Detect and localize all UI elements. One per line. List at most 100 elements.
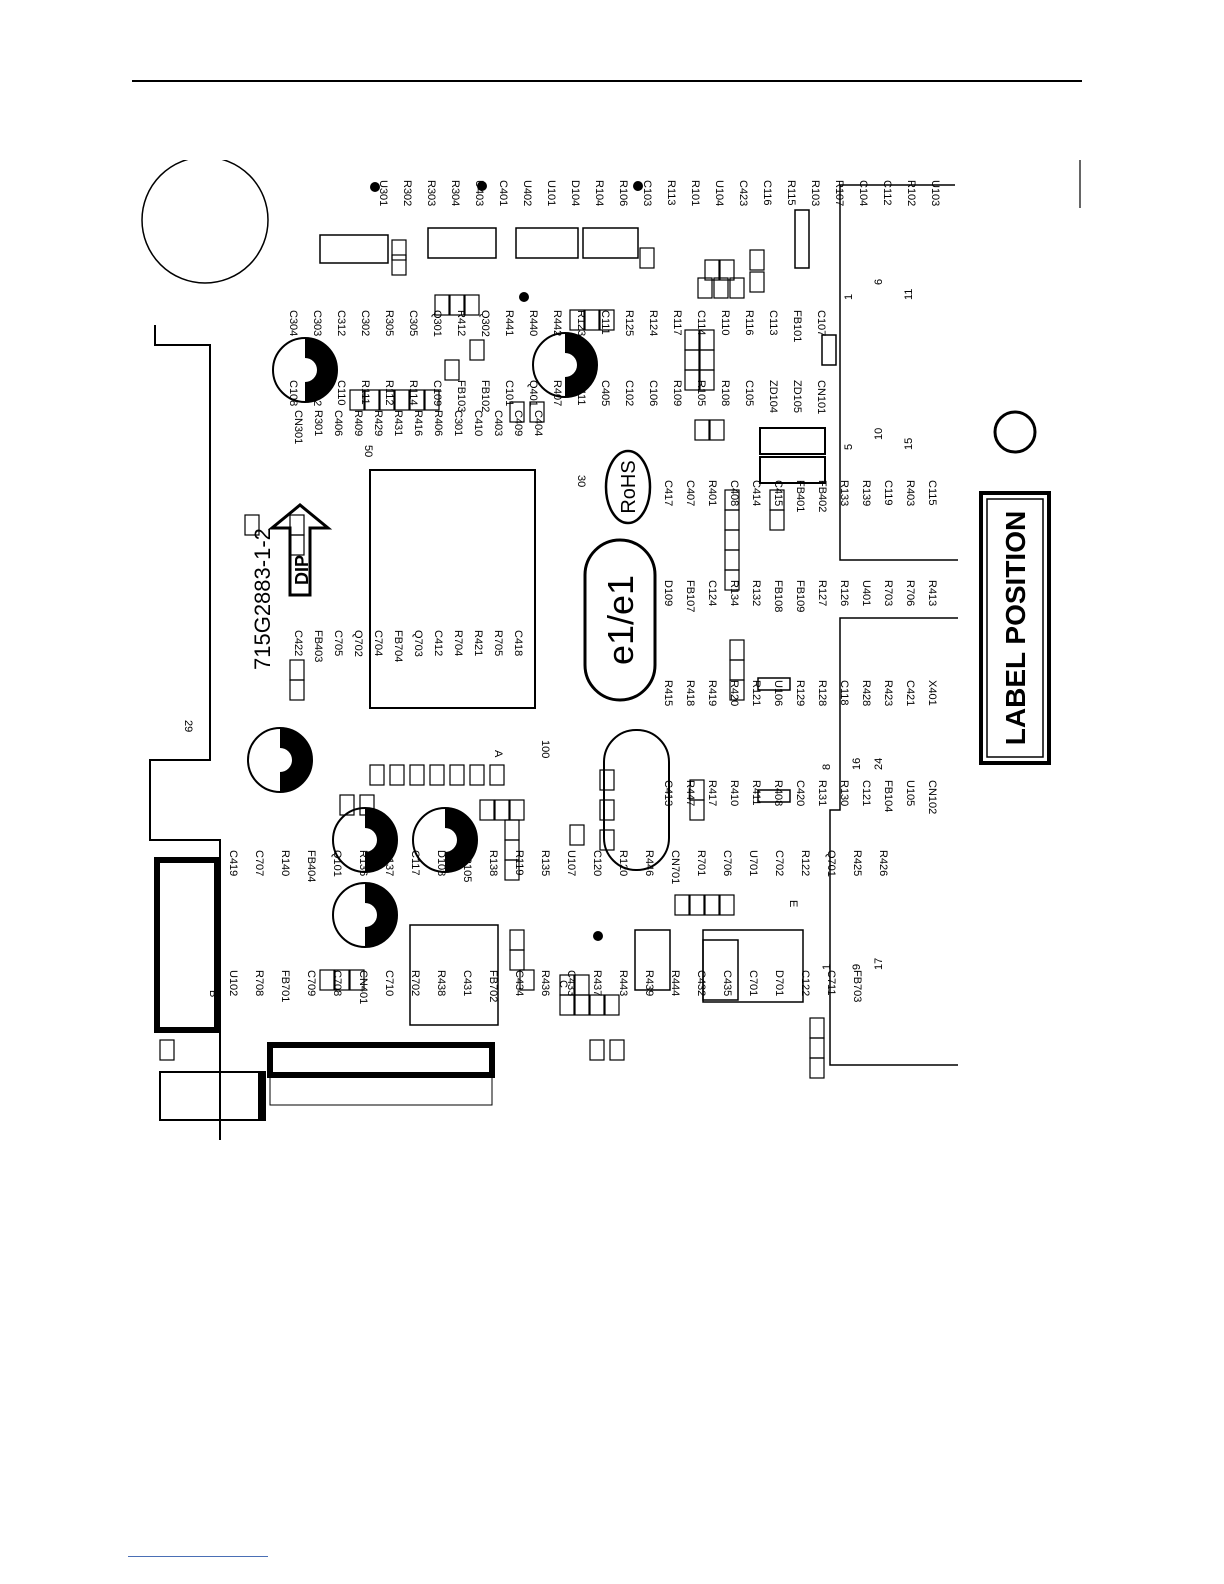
ref-c109: C109	[431, 380, 443, 406]
ref-cn102: CN102	[926, 780, 938, 814]
pad	[724, 569, 740, 591]
ref-r305: R305	[383, 310, 395, 336]
ref-r139: R139	[860, 480, 872, 506]
ref-r702: R702	[409, 970, 421, 996]
ref-fb107: FB107	[684, 580, 696, 612]
ref-q701: Q701	[825, 850, 837, 877]
pad	[391, 254, 407, 276]
misc-mark: 100	[539, 740, 551, 758]
ref-fb404: FB404	[305, 850, 317, 882]
ref-c107: C107	[815, 310, 827, 336]
ref-c404: C404	[532, 410, 544, 436]
ref-r410: R410	[728, 780, 740, 806]
ref-d109: D109	[662, 580, 674, 606]
pad	[749, 249, 765, 271]
ref-r101: R101	[689, 180, 701, 206]
pad	[244, 514, 260, 536]
ref-r113: R113	[665, 180, 677, 205]
diode-d701	[159, 1071, 266, 1121]
ref-c435: C435	[721, 970, 733, 996]
ref-d104: D104	[569, 180, 581, 206]
ref-r107: R107	[833, 180, 845, 206]
ref-r122: R122	[799, 850, 811, 876]
ref-u701: U701	[747, 850, 759, 876]
ref-c116: C116	[761, 180, 773, 205]
ref-c432: C432	[695, 970, 707, 996]
ref-r140: R140	[279, 850, 291, 876]
pad	[809, 1057, 825, 1079]
pad	[729, 659, 745, 681]
label-position-text: LABEL POSITION	[1000, 511, 1031, 745]
pad	[569, 824, 585, 846]
cn102-pin-mark: 8	[821, 764, 833, 770]
ref-r103: R103	[809, 180, 821, 206]
ref-fb104: FB104	[882, 780, 894, 812]
pad	[394, 389, 410, 411]
ref-r116: R116	[743, 310, 755, 335]
ref-r111: R111	[359, 380, 371, 405]
pad	[389, 764, 405, 786]
pad	[809, 1017, 825, 1039]
ref-u301: U301	[377, 180, 389, 206]
misc-mark: A	[492, 750, 504, 758]
ref-c122: C122	[799, 970, 811, 996]
cn101-pin-mark: 6	[873, 279, 885, 285]
ref-c411: C411	[575, 380, 587, 405]
pad	[391, 239, 407, 261]
pad	[599, 769, 615, 791]
ref-c117: C117	[409, 850, 421, 875]
connector-cn401-body	[269, 1074, 493, 1106]
ref-r421: R421	[472, 630, 484, 656]
ref-r446: R446	[643, 850, 655, 876]
ref-c304: C304	[287, 310, 299, 336]
ref-u403: U403	[473, 180, 485, 206]
cn101-pin-mark: 10	[873, 428, 885, 440]
ref-r419: R419	[706, 680, 718, 706]
pad	[339, 794, 355, 816]
ref-x401: X401	[926, 680, 938, 706]
ref-c106: C106	[647, 380, 659, 406]
ref-fb402: FB402	[816, 480, 828, 512]
pad	[729, 679, 745, 701]
pad	[359, 794, 375, 816]
pad	[489, 764, 505, 786]
ref-c708: C708	[331, 970, 343, 996]
ref-c102: C102	[623, 380, 635, 406]
pad	[519, 969, 535, 991]
pad	[674, 894, 690, 916]
ref-r108: R108	[719, 380, 731, 406]
ref-c704: C704	[372, 630, 384, 656]
ref-r406: R406	[432, 410, 444, 436]
ref-u106: U106	[772, 680, 784, 706]
ref-r123: R123	[575, 310, 587, 336]
pad	[684, 349, 700, 371]
pad	[429, 764, 445, 786]
pad	[704, 259, 720, 281]
ref-c114: C114	[695, 310, 707, 335]
ref-r120: R120	[617, 850, 629, 876]
ref-c710: C710	[383, 970, 395, 996]
ref-c113: C113	[767, 310, 779, 335]
pad	[509, 929, 525, 951]
right-connector-outline	[829, 184, 958, 1066]
ref-r437: R437	[591, 970, 603, 996]
ref-c414: C414	[750, 480, 762, 506]
chip-u401	[369, 469, 536, 709]
ref-r125: R125	[623, 310, 635, 336]
ref-c417: C417	[662, 480, 674, 506]
ref-c111: C111	[599, 310, 611, 335]
pad	[769, 509, 785, 531]
ref-r136: R136	[357, 850, 369, 876]
top-rule	[132, 80, 1082, 82]
pad	[749, 271, 765, 293]
ref-c105: C105	[743, 380, 755, 406]
pad	[349, 389, 365, 411]
ref-u103: U103	[929, 180, 941, 206]
pad	[809, 1037, 825, 1059]
ref-r138: R138	[487, 850, 499, 876]
ref-r126: R126	[838, 580, 850, 606]
pad	[589, 994, 605, 1016]
dip-label: DIP	[292, 555, 312, 585]
passive-pads	[159, 239, 825, 1079]
pad	[364, 389, 380, 411]
